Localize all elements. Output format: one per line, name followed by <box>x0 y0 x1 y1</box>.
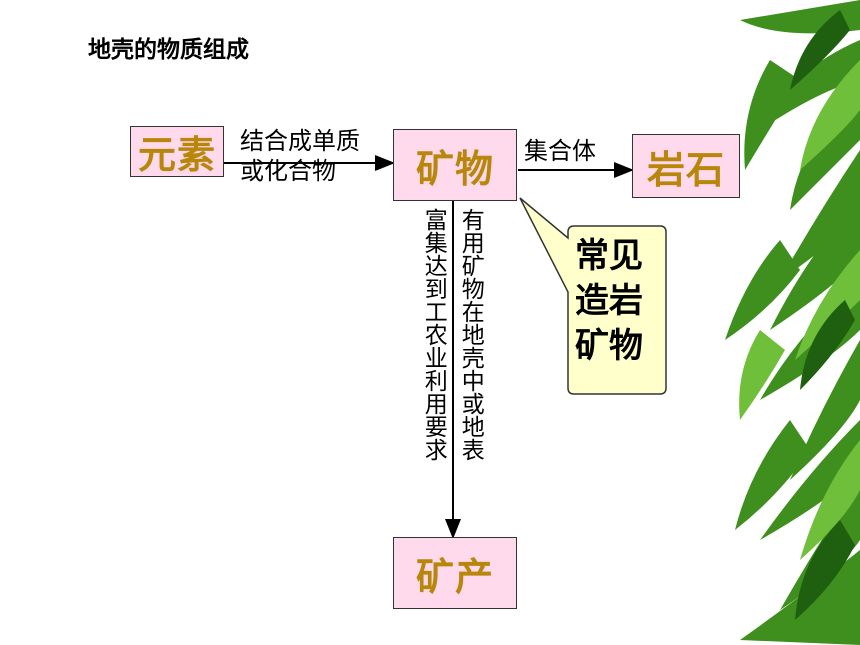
edge-label-mineral-rock: 集合体 <box>524 137 596 165</box>
callout-text: 常见 造岩 矿物 <box>566 234 652 369</box>
node-mineral: 矿物 <box>393 129 517 201</box>
page-title: 地壳的物质组成 <box>88 37 249 63</box>
edge-label-line-2: 或化合物 <box>240 157 336 185</box>
node-ore: 矿产 <box>393 537 517 609</box>
callout-bubble <box>519 197 667 395</box>
edge-label-element-mineral: 结合成单质 或化合物 <box>240 126 360 186</box>
callout-line-3: 矿物 <box>575 326 643 366</box>
callout-line-1: 常见 <box>575 236 643 276</box>
edge-label-mineral-ore-right: 有用矿物在地壳中或地表 <box>457 208 484 461</box>
node-mineral-label: 矿物 <box>415 146 494 191</box>
edge-label-mineral-ore-left: 富集达到工农业利用要求 <box>420 208 447 461</box>
edge-label-line-1: 结合成单质 <box>240 127 360 155</box>
node-element-label: 元素 <box>137 133 216 177</box>
node-ore-label: 矿产 <box>415 554 494 599</box>
node-rock-label: 岩石 <box>646 147 725 192</box>
node-element: 元素 <box>130 126 224 177</box>
node-rock: 岩石 <box>632 134 740 198</box>
callout-line-2: 造岩 <box>575 281 643 321</box>
